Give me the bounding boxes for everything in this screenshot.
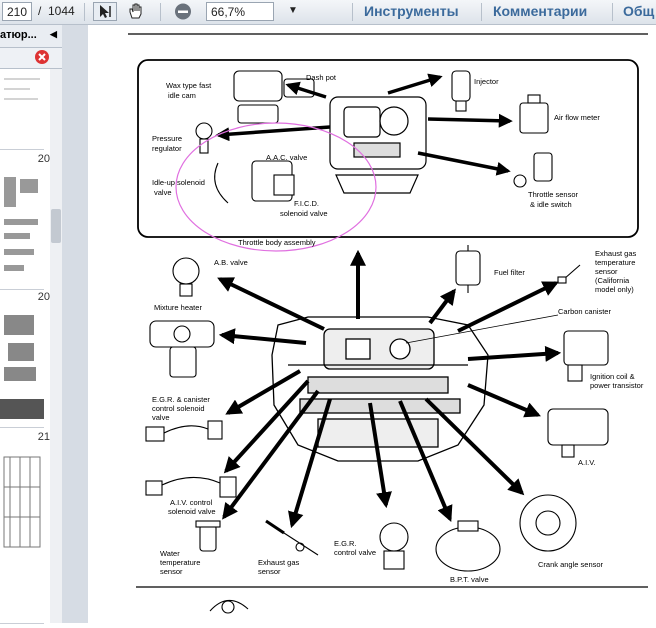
label-ignition-1: Ignition coil & <box>590 372 635 381</box>
label-exhaust-temp-2: temperature <box>595 258 635 267</box>
throttle-body-illustration <box>329 96 427 194</box>
next-figure-illustration <box>209 599 249 614</box>
engine-component-diagram: Wax type fast idle cam Dash pot Injector… <box>128 33 648 614</box>
page-thumbnail[interactable] <box>0 69 44 150</box>
label-ficd-2: solenoid valve <box>280 209 328 218</box>
page-thumbnail-number: 20 <box>37 291 50 303</box>
page-thumbnail[interactable] <box>0 307 44 428</box>
label-egr-canister-3: valve <box>152 413 170 422</box>
label-throttle-sensor-1: Throttle sensor <box>528 190 579 199</box>
throttle-body-box <box>137 59 639 238</box>
label-egr-control-2: control valve <box>334 548 376 557</box>
toolbar: 210 / 1044 66,7% ▼ Инструменты Комментар… <box>0 0 656 25</box>
label-mixture-heater: Mixture heater <box>154 303 202 312</box>
label-throttle-body: Throttle body assembly <box>238 238 316 247</box>
aiv-illustration <box>547 408 609 458</box>
label-carbon-canister: Carbon canister <box>558 307 611 316</box>
aac-valve-illustration <box>214 160 295 204</box>
document-page: Wax type fast idle cam Dash pot Injector… <box>88 25 656 623</box>
menu-tools[interactable]: Инструменты <box>364 3 459 19</box>
label-aac-valve: A.A.C. valve <box>266 153 307 162</box>
label-ab-valve: A.B. valve <box>214 258 248 267</box>
aiv-control-solenoid-illustration <box>145 476 237 498</box>
scrollbar-thumb[interactable] <box>51 209 61 243</box>
label-exhaust-temp-5: model only) <box>595 285 634 294</box>
menu-comments[interactable]: Комментарии <box>493 3 588 19</box>
label-aiv-control-1: A.I.V. control <box>170 498 213 507</box>
page-separator: / <box>38 4 42 18</box>
close-icon[interactable] <box>34 49 50 70</box>
label-pressure-regulator-2: regulator <box>152 144 182 153</box>
thumbnail-panel-header <box>0 48 62 69</box>
label-ignition-2: power transistor <box>590 381 644 390</box>
zoom-out-icon[interactable] <box>172 2 196 21</box>
ab-valve-illustration <box>172 257 200 297</box>
thumbnail-list: 20 20 21 <box>0 69 50 624</box>
egr-canister-solenoid-illustration <box>145 420 223 442</box>
label-water-temp-1: Water <box>160 549 180 558</box>
bpt-valve-illustration <box>435 520 501 572</box>
sidebar-title: атюр... <box>0 29 37 41</box>
collapse-arrow-icon[interactable]: ◀ <box>50 29 57 39</box>
label-exhaust-temp-4: (California <box>595 276 630 285</box>
thumbnail-scrollbar[interactable] <box>50 69 62 623</box>
water-temp-sensor-illustration <box>195 520 221 552</box>
label-egr-canister-1: E.G.R. & canister <box>152 395 210 404</box>
injector-illustration <box>451 70 471 112</box>
page-thumbnail-number: 20 <box>37 153 50 165</box>
page-number-input[interactable]: 210 <box>2 2 32 21</box>
label-egr-control-1: E.G.R. <box>334 539 357 548</box>
exhaust-gas-sensor-illustration <box>265 519 319 556</box>
highlight-ellipse <box>175 122 377 252</box>
label-exhaust-sensor-2: sensor <box>258 567 281 576</box>
page-thumbnail[interactable] <box>0 169 44 290</box>
page-thumbnail[interactable] <box>0 447 44 624</box>
wax-cam-illustration <box>233 70 315 124</box>
zoom-input[interactable]: 66,7% <box>206 2 274 21</box>
page-thumbnail-number: 21 <box>37 431 50 443</box>
ignition-coil-illustration <box>563 330 609 382</box>
label-water-temp-2: temperature <box>160 558 200 567</box>
hand-tool-icon[interactable] <box>125 2 149 21</box>
label-egr-canister-2: control solenoid <box>152 404 205 413</box>
label-crank-sensor: Crank angle sensor <box>538 560 604 569</box>
label-water-temp-3: sensor <box>160 567 183 576</box>
label-aiv: A.I.V. <box>578 458 596 467</box>
throttle-sensor-illustration <box>513 152 553 188</box>
fuel-filter-illustration <box>455 245 481 293</box>
engine-illustration <box>271 316 489 462</box>
dropdown-arrow-icon[interactable]: ▼ <box>288 5 298 16</box>
crank-angle-sensor-illustration <box>519 494 577 552</box>
label-idle-up-2: valve <box>154 188 172 197</box>
mixture-heater-illustration <box>149 320 215 378</box>
label-exhaust-temp-1: Exhaust gas <box>595 249 637 258</box>
air-flow-meter-illustration <box>519 94 549 134</box>
label-exhaust-sensor-1: Exhaust gas <box>258 558 300 567</box>
menu-share[interactable]: Общ <box>623 3 655 19</box>
label-injector: Injector <box>474 77 499 86</box>
sidebar-header: атюр... ◀ <box>0 25 62 48</box>
document-gutter <box>62 25 88 623</box>
label-fuel-filter: Fuel filter <box>494 268 525 277</box>
label-wax-cam-2: idle cam <box>168 91 196 100</box>
label-ficd-1: F.I.C.D. <box>294 199 319 208</box>
label-dash-pot: Dash pot <box>306 73 337 82</box>
pressure-regulator-illustration <box>195 122 213 154</box>
label-air-flow-meter: Air flow meter <box>554 113 600 122</box>
sidebar: атюр... ◀ 20 20 21 <box>0 25 62 624</box>
egr-control-valve-illustration <box>379 522 409 570</box>
label-pressure-regulator-1: Pressure <box>152 134 182 143</box>
page-total: 1044 <box>48 4 75 18</box>
label-exhaust-temp-3: sensor <box>595 267 618 276</box>
select-cursor-icon[interactable] <box>93 2 117 21</box>
label-aiv-control-2: solenoid valve <box>168 507 216 516</box>
exhaust-temp-sensor-illustration <box>557 264 581 284</box>
label-idle-up-1: Idle-up solenoid <box>152 178 205 187</box>
label-wax-cam-1: Wax type fast <box>166 81 212 90</box>
label-bpt-valve: B.P.T. valve <box>450 575 489 584</box>
label-throttle-sensor-2: & idle switch <box>530 200 572 209</box>
